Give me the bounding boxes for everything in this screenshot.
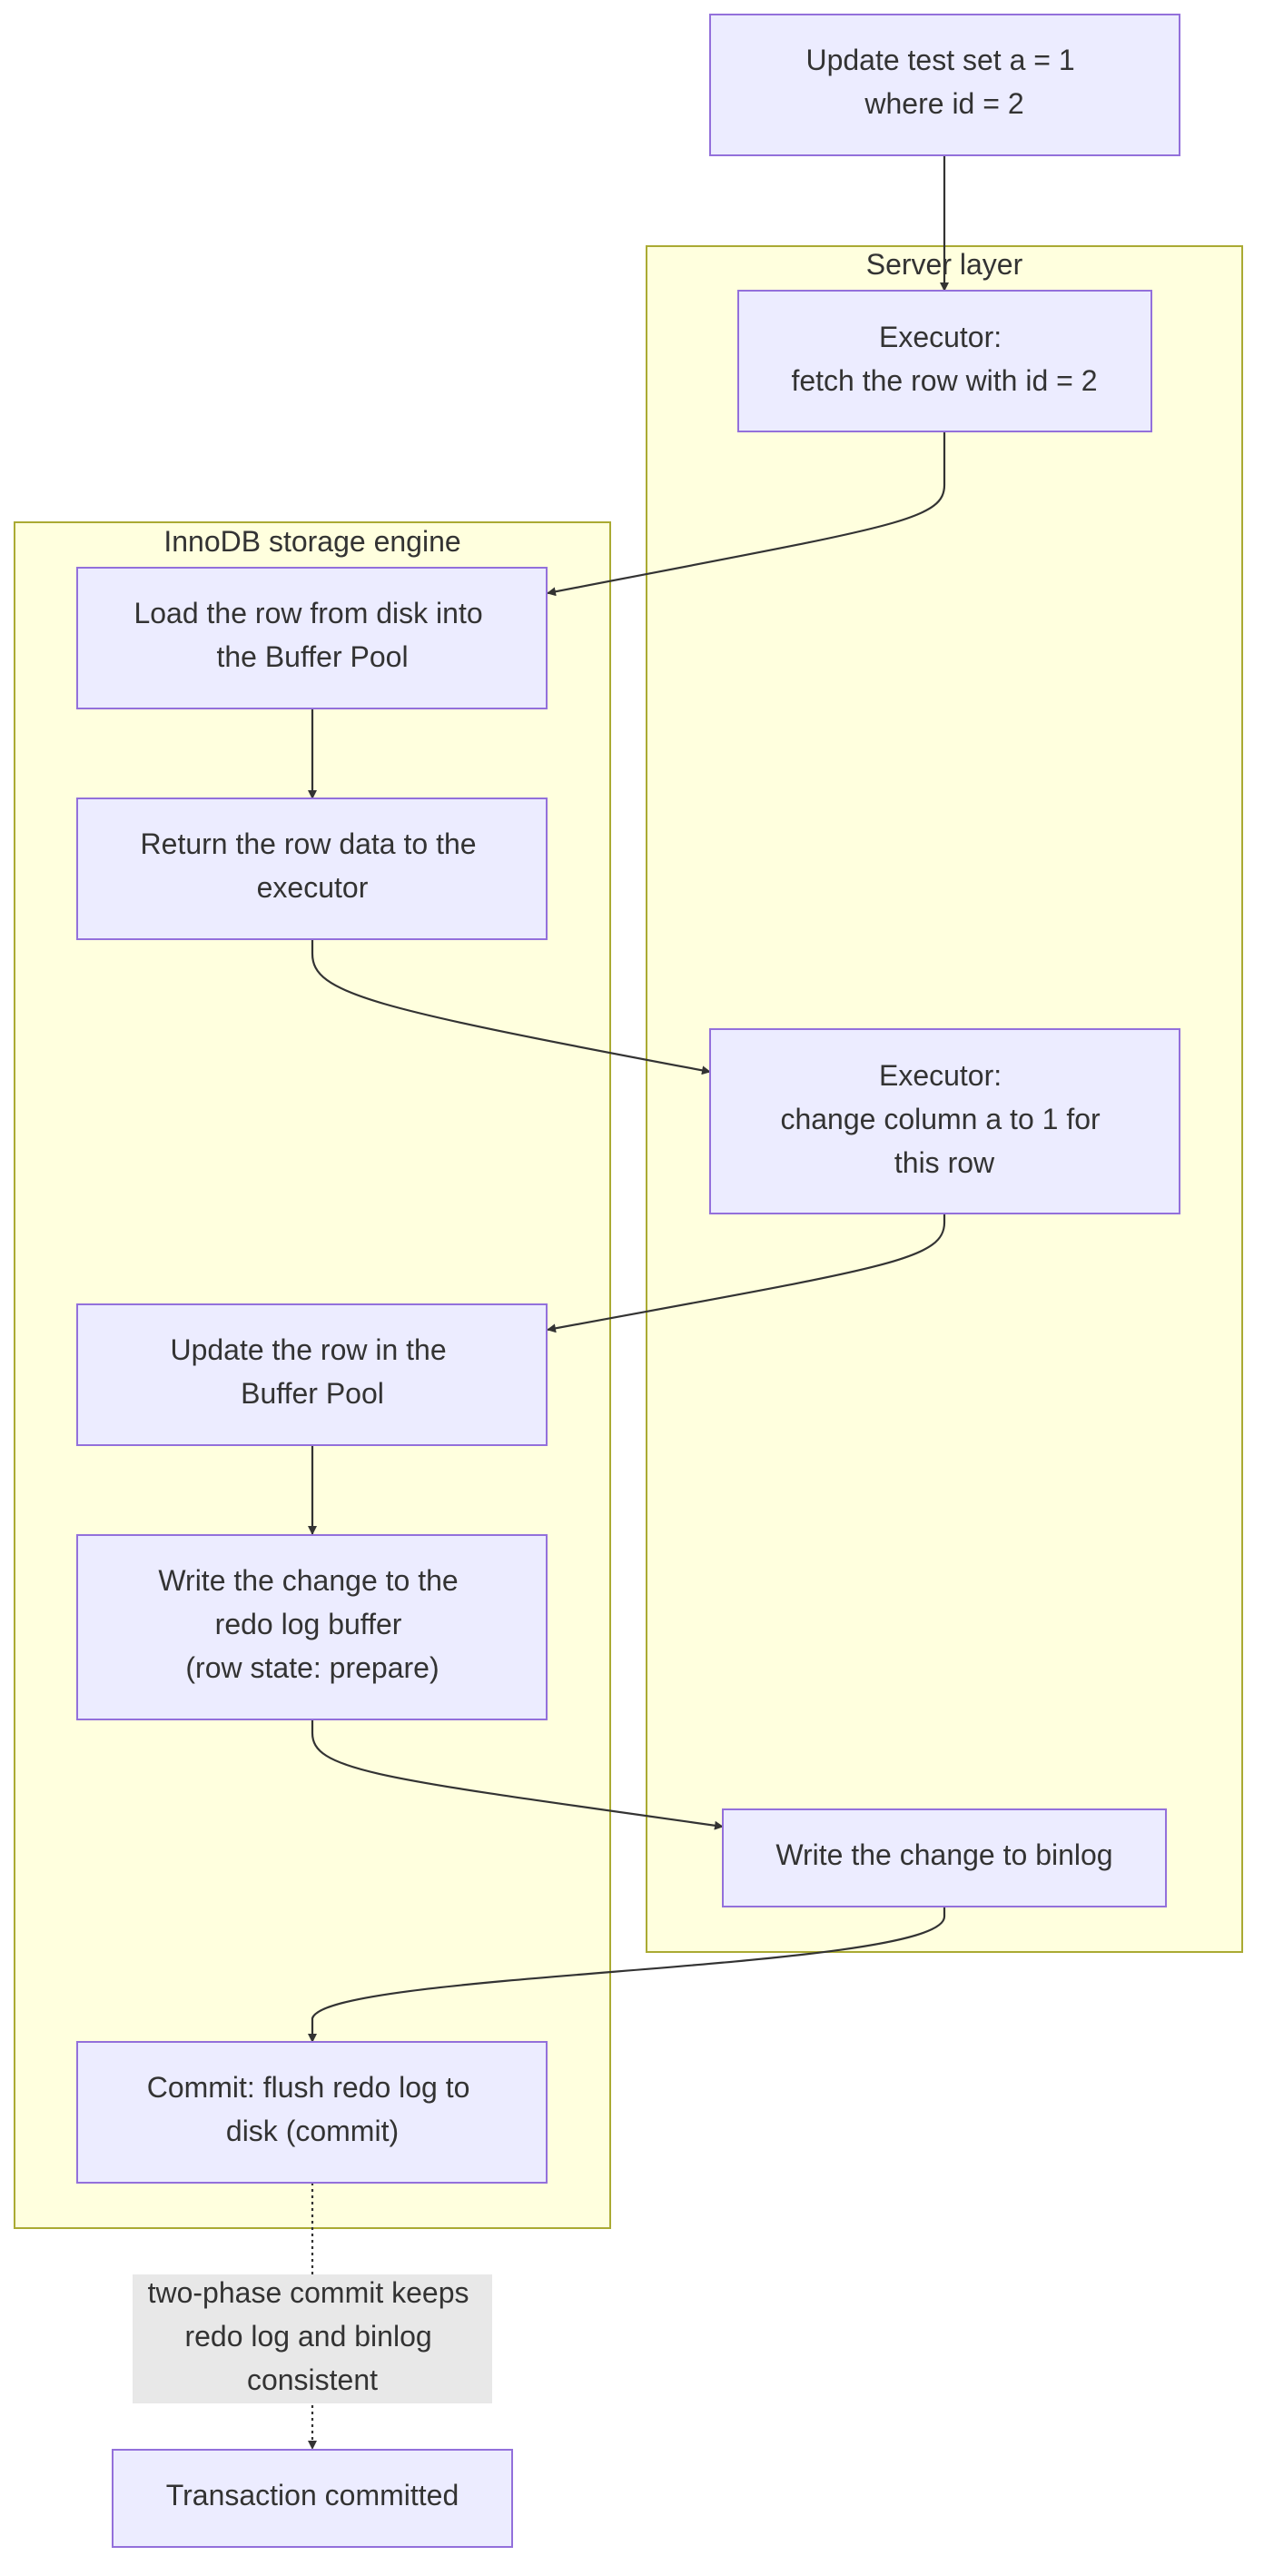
svg-text:Update the row in the Bu: Update the row in the Buffer Pool: [170, 1333, 454, 1410]
edge-return-to-change: [311, 939, 711, 1075]
svg-text:Write the change to binlog: Write the change to binlog: [775, 1838, 1112, 1871]
edge-redo-to-binlog: [311, 1719, 724, 1830]
edge-label-two-phase-commit: two-phase commit keeps redo log and binl…: [133, 2274, 492, 2403]
svg-text:Commit: flush redo log to: Commit: flush redo log to disk (commit): [147, 2071, 479, 2147]
node-load-row-buffer-pool[interactable]: Load the row from disk into the Buffer P…: [76, 567, 548, 709]
node-update-statement[interactable]: Update test set a = 1 where id = 2: [709, 14, 1180, 156]
node-write-binlog[interactable]: Write the change to binlog: [722, 1808, 1167, 1907]
edge-change-to-update: [547, 1214, 946, 1333]
svg-text:Executor: change column: Executor: change column a to 1 for this …: [780, 1059, 1108, 1179]
svg-text:Return the row data to the: Return the row data to the executor: [141, 827, 485, 904]
svg-text:Write the change to the: Write the change to the redo log buffer …: [158, 1564, 466, 1684]
edge-binlog-to-commit: [308, 1907, 946, 2043]
svg-text:Update test set a = 1 wh: Update test set a = 1 where id = 2: [805, 44, 1082, 120]
node-update-row-buffer-pool[interactable]: Update the row in the Buffer Pool: [76, 1303, 548, 1446]
edges: [308, 156, 949, 2450]
node-transaction-committed[interactable]: Transaction committed: [112, 2449, 513, 2548]
svg-text:Transaction committed: Transaction committed: [166, 2479, 459, 2512]
edge-fetch-to-load: [547, 432, 946, 597]
svg-text:Executor: fetch the row: Executor: fetch the row with id = 2: [791, 321, 1097, 397]
node-write-redo-log-buffer[interactable]: Write the change to the redo log buffer …: [76, 1534, 548, 1720]
edge-label-text: two-phase commit keeps redo log and binl…: [148, 2276, 478, 2396]
node-return-row-data[interactable]: Return the row data to the executor: [76, 798, 548, 940]
node-commit-flush-redo[interactable]: Commit: flush redo log to disk (commit): [76, 2041, 548, 2184]
node-executor-fetch-row[interactable]: Executor: fetch the row with id = 2: [737, 290, 1152, 432]
cluster-innodb-title: InnoDB storage engine: [163, 525, 460, 558]
svg-text:Load the row from disk into: Load the row from disk into the Buffer P…: [133, 597, 490, 673]
node-executor-change-column[interactable]: Executor: change column a to 1 for this …: [709, 1028, 1180, 1214]
